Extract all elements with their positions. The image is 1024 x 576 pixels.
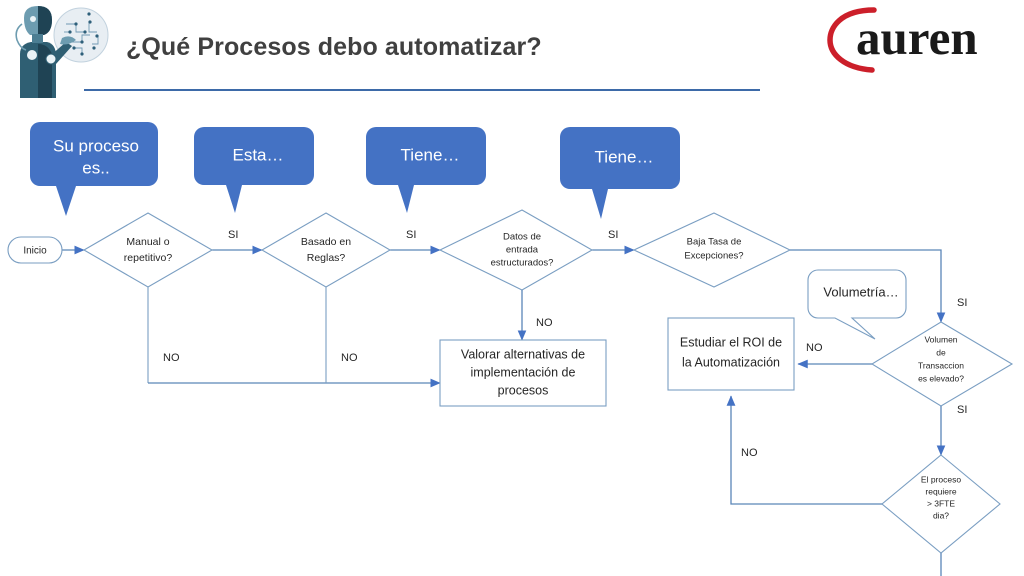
node-valorar-line-1: Valorar alternativas de [461,347,585,361]
callout-tiene-2: Tiene… [560,127,680,219]
node-roi-line-1: Estudiar el ROI de [680,335,782,349]
node-baja-tasa-excepciones[interactable]: Baja Tasa de Excepciones? [632,212,792,288]
callout-esta: Esta… [194,127,314,213]
node-valorar-line-2: implementación de [471,365,576,379]
callout-esta-label: Esta… [232,145,283,164]
node-manual-line-1: Manual o [126,236,169,248]
node-reglas-line-1: Basado en [301,236,351,248]
node-manual-repetitivo[interactable]: Manual o repetitivo? [82,212,214,288]
callout-tiene-1-label: Tiene… [401,145,460,164]
node-volumen-line-3: Transaccion [918,360,964,370]
callout-su-proceso: Su proceso es.. [30,122,158,216]
title-underline-rule [84,89,760,91]
edge-label-si-excepciones: SI [957,297,967,309]
node-fte-line-3: > 3FTE [927,498,955,508]
callout-tiene-1: Tiene… [366,127,486,213]
node-fte-line-2: requiere [925,486,956,496]
callout-volumetria-label: Volumetría… [823,284,898,299]
node-manual-line-2: repetitivo? [124,252,173,264]
edge-label-si-datos: SI [608,229,618,241]
node-volumen-line-1: Volumen [924,334,957,344]
edge-label-no-reglas: NO [341,352,358,364]
callout-su-proceso-line-1: Su proceso [53,136,139,155]
edge-fte-no [726,395,882,505]
node-basado-en-reglas[interactable]: Basado en Reglas? [260,212,392,288]
edge-label-no-manual: NO [163,352,180,364]
edge-label-no-volumen: NO [806,342,823,354]
node-volumen-line-2: de [936,347,946,357]
edge-label-si-manual: SI [228,229,238,241]
node-datos-line-2: entrada [506,245,539,256]
node-reglas-line-2: Reglas? [307,252,346,264]
edge-excepciones-volumen [790,249,946,323]
auren-logo: auren [827,7,978,73]
node-valorar-line-3: procesos [498,383,549,397]
node-inicio-label: Inicio [23,246,47,257]
edge-label-si-reglas: SI [406,229,416,241]
node-datos-entrada[interactable]: Datos de entrada estructurados? [438,209,594,291]
callout-tiene-2-label: Tiene… [595,147,654,166]
node-volumen-line-4: es elevado? [918,373,964,383]
node-proceso-fte[interactable]: El proceso requiere > 3FTE dia? [881,454,1001,554]
robot-ai-sphere-icon [15,6,109,98]
edge-label-no-fte: NO [741,447,758,459]
callout-volumetria: Volumetría… [807,269,907,340]
process-flow-diagram: Su proceso es.. Esta… Tiene… Tiene… SI S… [7,122,1014,576]
node-excepciones-line-1: Baja Tasa de [687,237,742,248]
node-estudiar-roi[interactable]: Estudiar el ROI de la Automatización [667,317,795,391]
node-inicio[interactable]: Inicio [7,236,63,264]
node-roi-line-2: la Automatización [682,355,780,369]
edge-label-no-datos: NO [536,317,553,329]
node-fte-line-1: El proceso [921,474,961,484]
node-fte-line-4: dia? [933,510,949,520]
edge-label-si-volumen: SI [957,404,967,416]
callout-su-proceso-line-2: es.. [82,158,109,177]
page-title: ¿Qué Procesos debo automatizar? [126,33,542,61]
node-datos-line-3: estructurados? [491,258,554,269]
node-datos-line-1: Datos de [503,232,541,243]
node-valorar-alternativas[interactable]: Valorar alternativas de implementación d… [439,339,607,407]
auren-wordmark: auren [856,10,978,65]
node-excepciones-line-2: Excepciones? [684,251,743,262]
node-volumen-transaccion[interactable]: Volumen de Transaccion es elevado? [870,321,1014,407]
